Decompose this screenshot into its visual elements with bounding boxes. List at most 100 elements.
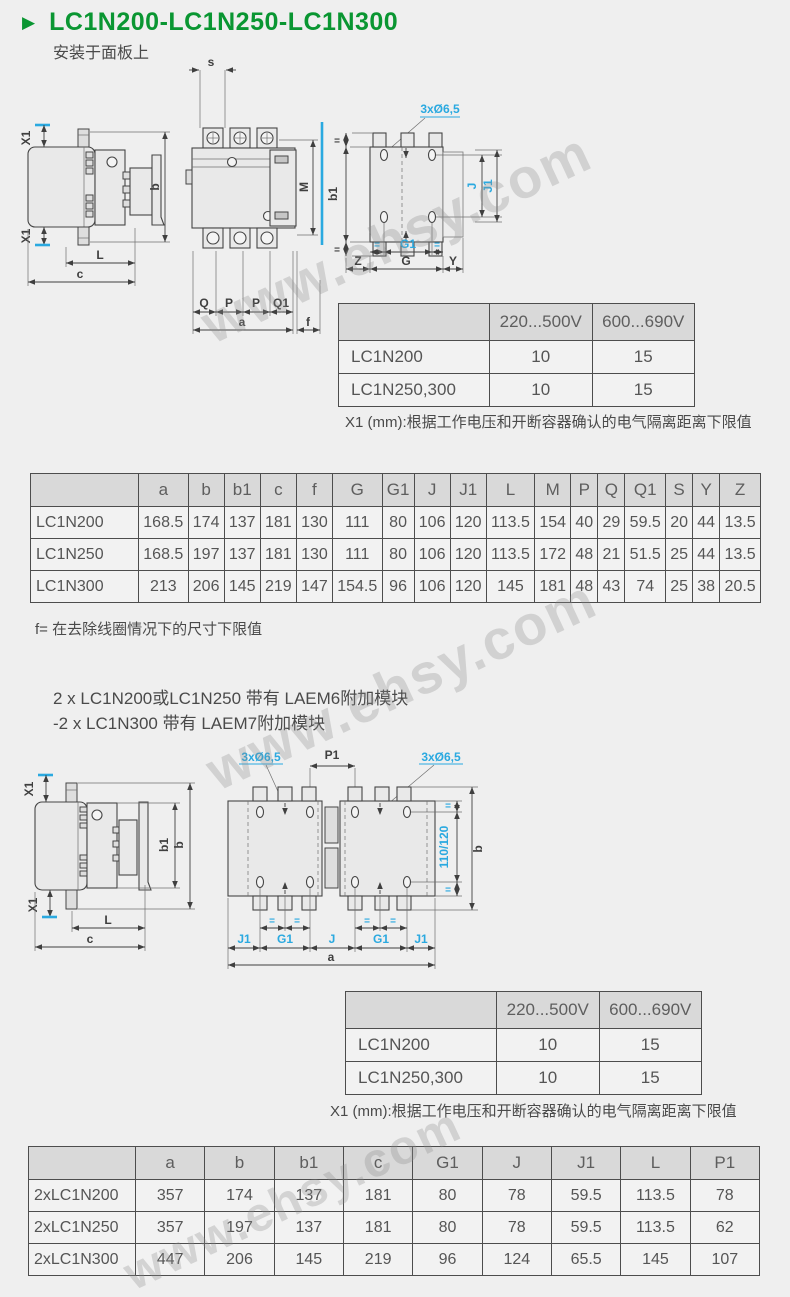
table-cell: 80	[381, 538, 415, 571]
dim-label-x1-bottom: X1	[20, 228, 33, 243]
table-cell: 113.5	[485, 506, 536, 539]
table-cell: 357	[134, 1211, 206, 1244]
table-cell: 357	[134, 1179, 206, 1212]
column-header: 220...500V	[489, 303, 593, 341]
table-cell: 219	[342, 1243, 414, 1276]
dim-label-M: M	[297, 182, 311, 192]
column-header: b1	[273, 1146, 344, 1180]
side-view-drawing: X1 X1 b L c	[20, 123, 170, 286]
dim-label-Z: Z	[354, 254, 361, 268]
table-cell: 80	[412, 1211, 483, 1244]
page-title: LC1N200-LC1N250-LC1N300	[49, 8, 399, 36]
column-header: J1	[550, 1146, 622, 1180]
column-header: P1	[689, 1146, 761, 1180]
table-cell: 13.5	[719, 506, 761, 539]
table-cell: 59.5	[550, 1211, 622, 1244]
dim-label-b: b	[148, 183, 162, 190]
table-cell: 107	[689, 1243, 761, 1276]
column-header: G1	[412, 1146, 483, 1180]
column-header: L	[485, 473, 536, 507]
dim-label-a: a	[328, 950, 335, 964]
column-header: J	[413, 473, 451, 507]
section2-heading-line1: 2 x LC1N200或LC1N250 带有 LAEM6附加模块	[53, 689, 409, 708]
table-cell: 145	[273, 1243, 344, 1276]
dim-label-J1: J1	[481, 179, 495, 193]
table-cell: 197	[187, 538, 225, 571]
table-cell: 59.5	[550, 1179, 622, 1212]
table-cell: 51.5	[624, 538, 667, 571]
table-cell: 15	[598, 1061, 702, 1095]
table-cell: 21	[597, 538, 626, 571]
table-cell: 145	[485, 570, 536, 603]
page-subtitle: 安装于面板上	[53, 45, 150, 62]
side-view-drawing-2: X1 X1 b1 b L	[22, 773, 195, 951]
table-cell: 78	[481, 1211, 552, 1244]
table-cell: 145	[223, 570, 261, 603]
table-cell: 147	[295, 570, 333, 603]
section2-heading-line2: -2 x LC1N300 带有 LAEM7附加模块	[53, 714, 326, 733]
column-header: a	[134, 1146, 206, 1180]
table-cell: 113.5	[620, 1179, 691, 1212]
table-cell: 20	[665, 506, 694, 539]
table-cell: 219	[259, 570, 297, 603]
x1-note-1: X1 (mm):根据工作电压和开断容器确认的电气隔离距离下限值	[345, 414, 752, 431]
table-cell: 137	[223, 538, 261, 571]
equal-mark: =	[390, 916, 396, 927]
row-label: LC1N200	[30, 506, 139, 539]
column-header	[28, 1146, 136, 1180]
table-cell: 137	[223, 506, 261, 539]
table-cell: 120	[449, 538, 487, 571]
column-header: c	[342, 1146, 414, 1180]
column-header: G	[331, 473, 383, 507]
table-cell: 181	[259, 538, 297, 571]
column-header: Y	[692, 473, 721, 507]
dim-label-J1-right: J1	[414, 932, 428, 946]
front-view-drawing: s	[185, 55, 324, 334]
dim-label-P1: P1	[325, 748, 340, 762]
column-header: 600...690V	[598, 991, 702, 1029]
table-cell: 124	[481, 1243, 552, 1276]
table-cell: 106	[413, 570, 451, 603]
hole-diameter-label-left: 3xØ6,5	[241, 750, 281, 764]
f-note: f= 在去除线圈情况下的尺寸下限值	[35, 621, 263, 638]
hole-diameter-label-right: 3xØ6,5	[421, 750, 461, 764]
dim-label-Q1: Q1	[273, 296, 289, 310]
column-header: 220...500V	[496, 991, 600, 1029]
table-cell: 44	[692, 506, 721, 539]
table-cell: 48	[570, 570, 599, 603]
column-header: G1	[381, 473, 415, 507]
column-header: a	[138, 473, 189, 507]
dim-label-110-120: 110/120	[437, 825, 451, 868]
equal-mark: =	[269, 916, 275, 927]
table-cell: 145	[620, 1243, 691, 1276]
table-cell: 20.5	[719, 570, 761, 603]
table-cell: 10	[496, 1061, 600, 1095]
dim-label-b1: b1	[157, 838, 171, 852]
table-cell: 111	[331, 506, 383, 539]
table-cell: 80	[412, 1179, 483, 1212]
table-cell: 137	[273, 1179, 344, 1212]
table-cell: 96	[381, 570, 415, 603]
column-header: 600...690V	[591, 303, 695, 341]
section2-heading: 2 x LC1N200或LC1N250 带有 LAEM6附加模块 -2 x LC…	[53, 686, 408, 736]
table-cell: 38	[692, 570, 721, 603]
column-header: L	[620, 1146, 691, 1180]
table-cell: 48	[570, 538, 599, 571]
dim-label-G1: G1	[400, 237, 416, 251]
column-header: Q	[597, 473, 626, 507]
table-cell: 80	[381, 506, 415, 539]
column-header: c	[259, 473, 297, 507]
table-cell: 206	[187, 570, 225, 603]
page-title-row: ▶ LC1N200-LC1N250-LC1N300	[22, 8, 398, 37]
table-cell: 65.5	[550, 1243, 622, 1276]
hole-diameter-label: 3xØ6,5	[420, 102, 460, 116]
